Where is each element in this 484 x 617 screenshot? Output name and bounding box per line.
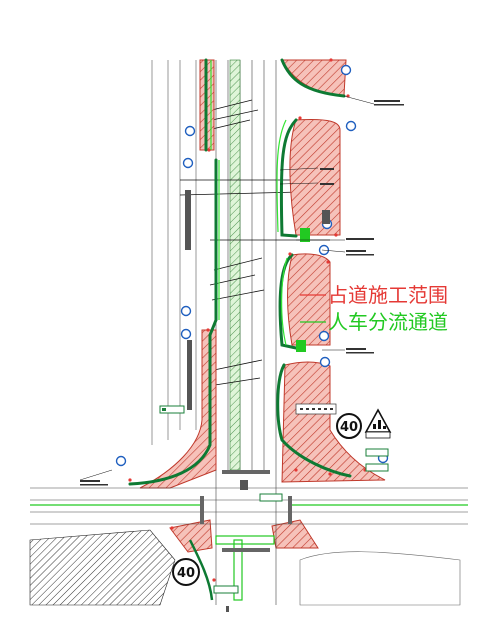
cross-street [30, 470, 468, 605]
walkway-marker [300, 228, 310, 242]
walkway-marker [296, 340, 306, 352]
annotation-blocks [80, 100, 404, 486]
legend-label-occupied: 占道施工范围 [328, 283, 448, 307]
speed-limit-icon: 40 [336, 413, 362, 439]
diversion-barrier-bottom [188, 539, 214, 601]
speed-limit-value: 40 [340, 420, 358, 435]
zebra-crossings [200, 470, 292, 552]
speed-limit-value: 40 [177, 566, 195, 581]
arrow-board [295, 403, 337, 415]
green-parcel [29, 529, 176, 606]
walkway-edge [210, 60, 288, 346]
diversion-barriers [128, 58, 352, 486]
arrow-board-chevrons [300, 408, 333, 410]
signboards [159, 405, 389, 594]
traffic-sign-icon [115, 64, 389, 467]
parcel-outline [299, 551, 461, 606]
crosswalk-lines [30, 504, 468, 601]
drawing-frame [28, 55, 468, 607]
speed-limit-icon: 40 [172, 558, 200, 586]
leader-lines [79, 95, 375, 481]
legend-label-diversion: 人车分流通道 [328, 310, 448, 334]
legend: 占道施工范围 人车分流通道 [300, 283, 448, 334]
left-property-lines [151, 60, 197, 445]
warning-triangle-icon [364, 408, 392, 439]
cad-details [185, 190, 330, 612]
